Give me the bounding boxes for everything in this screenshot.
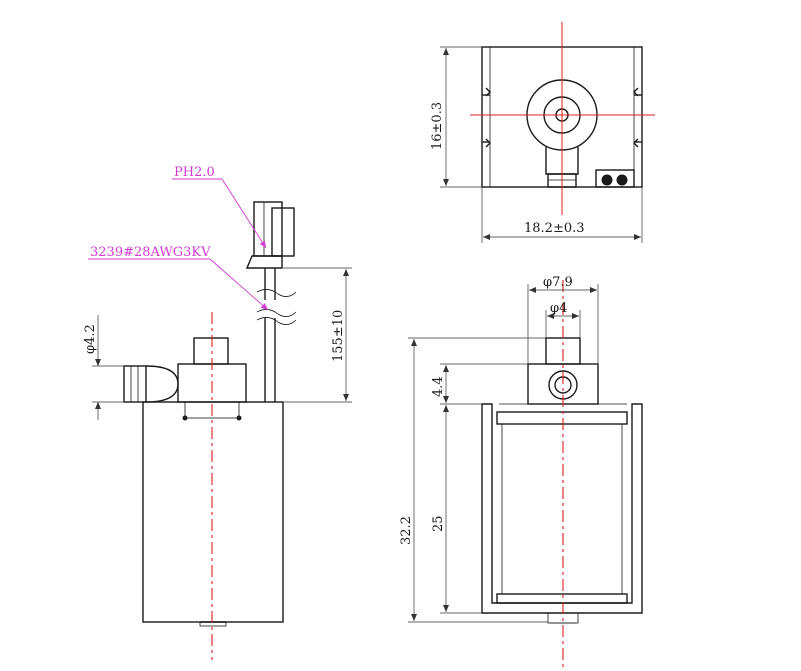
front-frame xyxy=(481,403,643,614)
side-nozzle xyxy=(193,337,229,365)
total-height-label: 32.2 xyxy=(399,516,414,545)
body-height-label: 25 xyxy=(431,515,446,532)
side-connector xyxy=(253,201,283,257)
top-width-label: 18.2±0.3 xyxy=(524,221,585,236)
side-view: φ4.2 155±10 PH2.0 3239#28AWG3KV xyxy=(83,165,352,660)
outer-diameter-label: φ7.9 xyxy=(543,275,573,290)
side-connector-base xyxy=(245,255,283,269)
front-view: φ7.9 φ4 32.2 4.4 25 xyxy=(399,275,643,668)
connector-pin-1 xyxy=(601,174,613,186)
top-height-label: 16±0.3 xyxy=(430,102,445,150)
outlet-diameter-label: φ4.2 xyxy=(83,324,98,354)
side-outlet xyxy=(123,365,147,403)
wire-label: 3239#28AWG3KV xyxy=(90,245,211,260)
connector-label: PH2.0 xyxy=(174,165,215,180)
nozzle-height-label: 4.4 xyxy=(431,376,446,397)
inner-diameter-label: φ4 xyxy=(550,301,567,316)
connector-pin-2 xyxy=(616,174,628,186)
top-view: 16±0.3 18.2±0.3 xyxy=(430,22,655,243)
wire-length-label: 155±10 xyxy=(331,310,346,362)
side-view-body xyxy=(142,401,284,623)
top-connector xyxy=(595,169,635,188)
